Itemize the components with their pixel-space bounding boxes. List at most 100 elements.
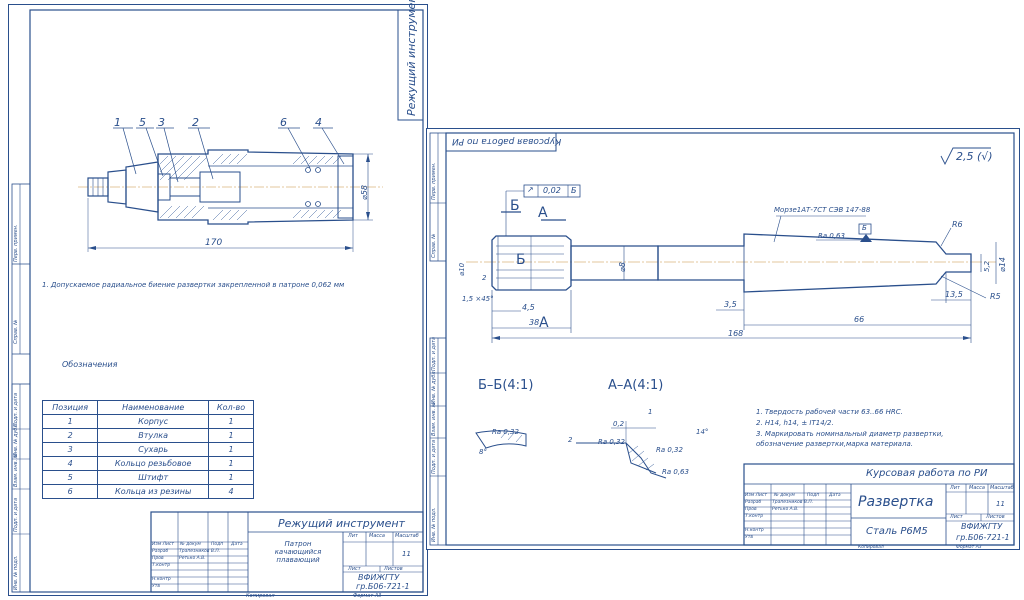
margin-label: Справ. № — [431, 233, 437, 258]
stamp-row-tkontr: Т.контр — [745, 514, 764, 519]
table-row: 3 Сухарь 1 — [41, 442, 254, 457]
legend-cell: Втулка — [97, 428, 209, 443]
stamp-col-sign: Подп — [211, 542, 224, 547]
dimension-diameter-58: ⌀58 — [360, 185, 369, 200]
dimension-35: 3,5 — [724, 300, 737, 309]
reamer-drawing — [466, 147, 997, 343]
stamp-lists-label: Листов — [986, 514, 1005, 520]
tolerance-datum: Б — [571, 186, 577, 195]
table-row: 2 Втулка 1 — [41, 428, 254, 443]
stamp-row-prov: Пров — [745, 507, 757, 512]
assembly-note: 1. Допускаемое радиальное биение разверт… — [42, 281, 345, 289]
stamp-row-utv: Утв — [745, 535, 754, 540]
stamp-group: гр.Б06-721-1 — [356, 582, 410, 591]
table-row: 4 Кольцо резьбовое 1 — [41, 456, 254, 471]
margin-label: Подп. и дата — [13, 497, 19, 532]
legend-header-qty: Кол-во — [208, 400, 254, 415]
dimension-2: 2 — [482, 274, 487, 282]
morse-taper-shank — [657, 233, 972, 293]
callout-4: 4 — [315, 116, 322, 129]
stamp-row-tkontr: Т.контр — [152, 563, 171, 568]
aa-dimension-1: 1 — [648, 408, 653, 416]
stamp-scale-value: 11 — [402, 550, 411, 558]
stamp-col-docnum: № докум — [774, 493, 795, 498]
table-row: 5 Штифт 1 — [41, 470, 254, 485]
stamp-list-label: Лист — [950, 514, 963, 520]
title-block-sheet-2 — [743, 463, 1015, 546]
margin-label: Перв. примен. — [431, 162, 437, 200]
bb-angle: 8° — [479, 448, 487, 456]
stamp-title: Режущий инструмент — [278, 517, 405, 530]
tolerance-symbol: ↗ — [527, 185, 534, 194]
inner-frame — [29, 9, 424, 593]
stamp-material: Сталь Р6М5 — [866, 526, 928, 537]
cutting-part — [491, 235, 572, 291]
aa-dimension-02: 0,2 — [613, 420, 625, 428]
dimension-52: 5,2 — [983, 260, 991, 272]
margin-label: Взам. инв. № — [13, 453, 19, 487]
callout-3: 3 — [158, 116, 165, 129]
datum-b-label: Б — [862, 224, 867, 232]
stamp-row-nkontr: Н.контр — [745, 528, 764, 533]
stamp-org: ВФИЖГТУ — [961, 522, 1003, 531]
floating-chuck-assembly — [78, 127, 383, 252]
stamp-check-name: Ретько А.В. — [179, 556, 206, 561]
o-ring — [305, 167, 311, 173]
stamp-lit-label: Лит — [950, 485, 960, 491]
roughness-ra-063: Ra 0,63 — [818, 232, 845, 240]
threaded-ring-part-4 — [337, 155, 354, 219]
stamp-copied: Копировал — [246, 593, 275, 599]
legend-cell: 1 — [208, 428, 254, 443]
margin-label: Подп. и дата — [431, 336, 437, 371]
stamp-row-utv: Утв — [152, 584, 161, 589]
dimension-170: 170 — [205, 238, 223, 248]
title-block-sheet-1 — [150, 511, 424, 593]
dimension-lines — [491, 236, 997, 343]
margin-label: Инв. № дубл. — [13, 422, 19, 457]
stamp-copied: Копировал — [858, 545, 884, 550]
stamp-top-title: Курсовая работа по РИ — [866, 468, 988, 479]
table-row: 1 Корпус 1 — [41, 414, 254, 429]
roughness-symbol — [940, 147, 991, 166]
stamp-col-date: Дата — [829, 493, 841, 498]
margin-label: Инв. № подл. — [13, 555, 19, 591]
margin-label: Инв. № дубл. — [431, 369, 437, 404]
stamp-org: ВФИЖГТУ — [358, 573, 400, 582]
neck — [570, 245, 659, 281]
morse-taper-label: Морзе1АТ-7СТ СЭВ 147-88 — [774, 206, 871, 214]
legend-header-position: Позиция — [41, 400, 99, 415]
stamp-row-razrab: Разраб — [152, 549, 169, 554]
legend-cell: 1 — [208, 470, 254, 485]
section-b-label: Б — [510, 198, 520, 214]
legend-cell: 3 — [41, 442, 99, 457]
dimension-168: 168 — [728, 329, 744, 338]
legend-title: Обозначения — [62, 360, 118, 369]
stamp-format: Формат А3 — [353, 593, 382, 599]
corner-title-box — [397, 9, 424, 121]
legend-cell: 1 — [208, 456, 254, 471]
stamp-col-sign: Подп — [807, 493, 820, 498]
callout-2: 2 — [192, 116, 199, 129]
stamp-row-izm: Изм Лист — [745, 493, 767, 498]
stamp-row-nkontr: Н.контр — [152, 577, 171, 582]
outer-border — [8, 4, 428, 596]
stamp-part-name: Развертка — [858, 494, 934, 510]
stamp-check-name: Ретько А.В. — [772, 507, 799, 512]
callout-6: 6 — [280, 116, 287, 129]
margin-label: Подп. и дата — [431, 439, 437, 474]
dimension-d14: ⌀14 — [998, 257, 1007, 272]
stamp-lists-label: Листов — [384, 566, 403, 572]
roughness-value: 2,5 (√) — [956, 150, 993, 163]
inner-frame — [445, 132, 1015, 546]
section-bb-title: Б–Б(4:1) — [478, 378, 534, 393]
section-aa-title: А–А(4:1) — [608, 378, 664, 393]
legend-cell: 2 — [41, 428, 99, 443]
legend-cell: 6 — [41, 484, 99, 499]
legend-cell: Кольца из резины — [97, 484, 209, 499]
stamp-scale-label: Масштаб — [395, 533, 419, 539]
margin-label: Справ. № — [13, 319, 19, 344]
stamp-mass-label: Масса — [369, 533, 385, 539]
sheet-1-side-title: Режущий инструмент — [405, 0, 418, 116]
dimension-135: 13,5 — [945, 290, 963, 299]
legend-cell: 1 — [41, 414, 99, 429]
